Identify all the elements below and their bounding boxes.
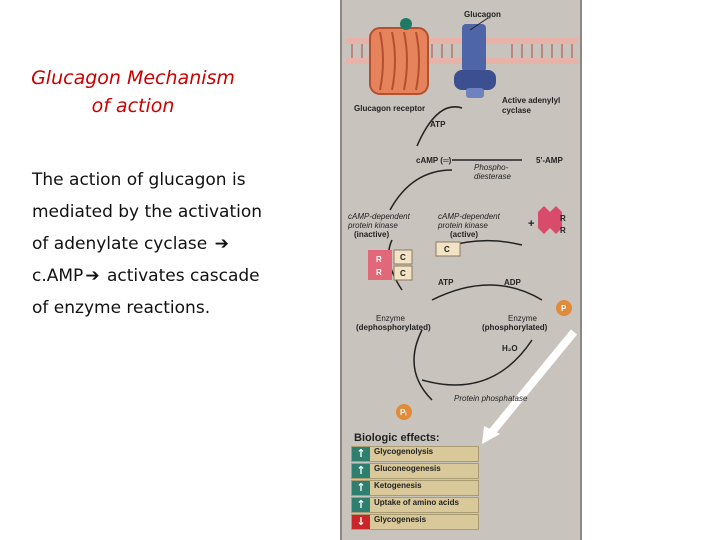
pka-active-label-1: cAMP-dependent [438,212,500,221]
body-line-2: mediated by the activation [32,202,263,222]
effect-row-glycogenolysis: ↑ Glycogenolysis [351,446,479,462]
effect-row-uptake-amino-acids: ↑ Uptake of amino acids [351,497,479,513]
title-line-2: of action [91,95,175,117]
body-line-5: of enzyme reactions. [32,298,211,318]
right-arrow-icon: ➔ [85,266,100,286]
effect-label: Glycogenolysis [374,447,434,456]
atp-arrow [416,106,463,147]
up-arrow-icon: ↑ [352,498,370,512]
body-line-1: The action of glucagon is [32,170,246,190]
c-subunit-label-top: C [400,253,406,262]
enzyme-dephos-label-2: (dephosphorylated) [356,323,431,332]
enzyme-dephos-label-1: Enzyme [376,314,405,323]
effect-label: Uptake of amino acids [374,498,459,507]
up-arrow-icon: ↑ [352,447,370,461]
effects-pointer-head [482,426,500,444]
glucagon-receptor-shape [369,27,429,95]
phosphodiesterase-label-2: diesterase [474,172,511,181]
inactive-pka-blocks [368,249,413,281]
r-camp-label-top: R [560,214,566,223]
glucagon-label: Glucagon [464,10,501,19]
r-camp-label-bottom: R [560,226,566,235]
pka-inactive-label-2: protein kinase [348,221,398,230]
pka-active-label-2: protein kinase [438,221,488,230]
protein-phosphatase-label: Protein phosphatase [454,394,528,403]
active-adenylyl-label: Active adenylyl [502,96,561,105]
effect-label: Glycogenesis [374,515,427,524]
body-line-3-text: of adenylate cyclase [32,234,208,254]
five-amp-label: 5'-AMP [536,156,563,165]
glucagon-receptor-label: Glucagon receptor [354,104,426,113]
effect-label: Gluconeogenesis [374,464,441,473]
slide-body-text: The action of glucagon is mediated by th… [32,164,317,324]
title-line-1: Glucagon Mechanism [31,67,235,89]
catalytic-subunit-block [435,241,461,257]
biologic-effects-title: Biologic effects: [354,432,440,444]
inorganic-phosphate-circle [396,404,412,420]
camp-label: cAMP (═) [416,156,452,165]
pka-inactive-label-1: cAMP-dependent [348,212,410,221]
mechanism-diagram-graphics [346,17,578,444]
c-subunit-label-bottom: C [400,269,406,278]
r-subunit-label-bottom: R [376,268,382,277]
effects-pointer-arrow [488,329,578,435]
atp-mid-label: ATP [438,278,454,287]
body-line-4-text: c.AMP [32,266,84,286]
phosphorylation-arrow [431,284,543,301]
enzyme-cycle-arc [413,329,433,401]
pka-active-label-3: (active) [450,230,479,239]
inorganic-phosphate-label: Pᵢ [400,408,407,417]
effect-row-gluconeogenesis: ↑ Gluconeogenesis [351,463,479,479]
glucagon-molecule [400,18,412,30]
right-arrow-icon: ➔ [214,234,229,254]
effect-row-ketogenesis: ↑ Ketogenesis [351,480,479,496]
regulatory-subunit-camp-shape [538,206,562,234]
enzyme-phos-label-1: Enzyme [508,314,537,323]
body-line-4: c.AMP➔ activates cascade [32,260,317,292]
camp-to-pka-arrow [389,169,453,211]
plus-sign: + [528,218,535,230]
effect-label: Ketogenesis [374,481,422,490]
phosphodiesterase-label-1: Phospho- [474,163,509,172]
effect-row-glycogenesis: ↓ Glycogenesis [351,514,479,530]
h2o-label: H₂O [502,344,518,353]
adenylyl-cyclase-shape [454,24,496,98]
slide-title: Glucagon Mechanism of action [8,64,258,120]
dephosphorylation-arrow [421,339,533,386]
catalytic-subunit-label: C [444,245,450,254]
glucagon-mechanism-figure: Glucagon Glucagon receptor Active adenyl… [340,0,582,540]
r-subunit-label-top: R [376,255,382,264]
phosphate-group-circle [556,300,572,316]
pka-inactive-label-3: (inactive) [354,230,390,239]
up-arrow-icon: ↑ [352,464,370,478]
phosphate-label: P [561,304,567,313]
adp-label: ADP [504,278,521,287]
body-line-4-rest: activates cascade [106,266,260,286]
atp-top-label: ATP [430,120,446,129]
glucagon-leader-line [469,17,489,31]
body-line-3: of adenylate cyclase ➔ [32,228,317,260]
cyclase-label: cyclase [502,106,531,115]
enzyme-phos-label-2: (phosphorylated) [482,323,548,332]
down-arrow-icon: ↓ [352,515,370,529]
up-arrow-icon: ↑ [352,481,370,495]
